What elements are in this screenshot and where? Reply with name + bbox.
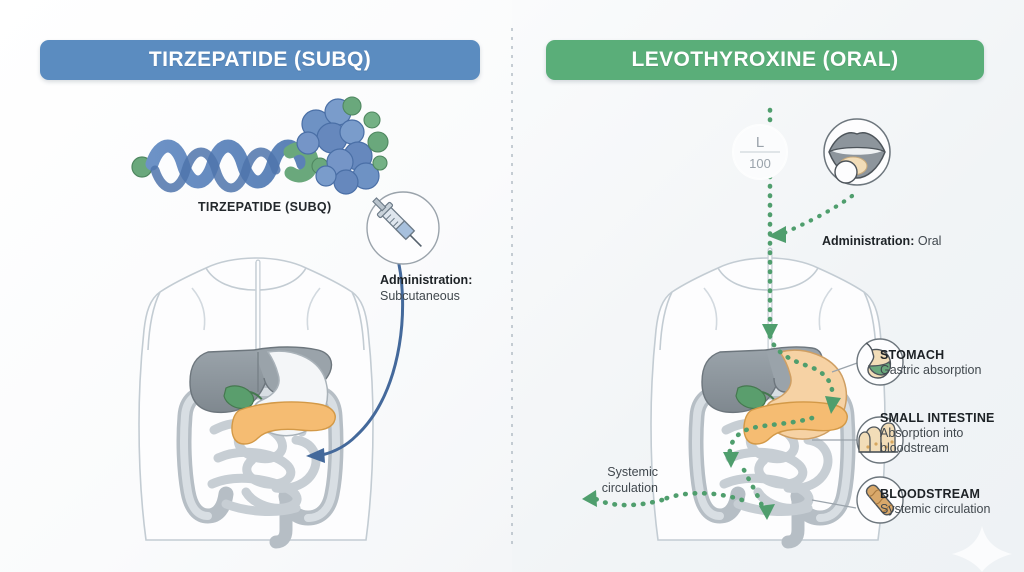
administration-right: Administration: Oral	[822, 234, 941, 248]
stomach-icon-circle	[856, 338, 904, 386]
administration-left-label: Administration:	[380, 273, 473, 287]
absorption-arrowheads	[582, 324, 841, 520]
panel-divider	[511, 28, 513, 544]
pill-ingestion-arrow	[779, 193, 855, 237]
administration-left: Administration: Subcutaneous	[380, 272, 520, 304]
gallbladder-right	[735, 385, 767, 409]
systemic-circulation-line2: circulation	[601, 481, 658, 495]
injection-arrow-head	[306, 448, 325, 463]
administration-right-label: Administration:	[822, 234, 915, 248]
administration-right-value: Oral	[917, 234, 942, 248]
callout-leader-lines	[811, 361, 862, 509]
molecule-label: TIRZEPATIDE (SUBQ)	[198, 200, 332, 214]
callout-small-intestine-subtitle-1: Absorption into	[880, 426, 964, 440]
banner-levothyroxine: LEVOTHYROXINE (ORAL)	[546, 40, 984, 80]
callout-bloodstream-subtitle: Systemic circulation	[880, 502, 991, 516]
svg-text:100: 100	[749, 156, 771, 171]
callout-stomach-title: STOMACH	[880, 348, 945, 362]
injection-arrow	[320, 250, 405, 457]
banner-tirzepatide-label: TIRZEPATIDE (SUBQ)	[148, 48, 372, 71]
callout-small-intestine-subtitle-2: bloodstream	[880, 441, 949, 455]
watermark-star-icon	[952, 526, 1012, 572]
levothyroxine-pill: L 100	[732, 124, 788, 180]
gallbladder-left	[223, 385, 255, 409]
banner-levothyroxine-label: LEVOTHYROXINE (ORAL)	[631, 48, 899, 71]
administration-left-value: Subcutaneous	[380, 289, 460, 303]
pancreas-left	[231, 401, 336, 445]
pill-arrow-head	[768, 226, 786, 243]
mouth-icon-circle	[823, 118, 891, 186]
systemic-circulation-line1: Systemic	[607, 465, 658, 479]
callout-bloodstream: BLOODSTREAM Systemic circulation	[880, 487, 1024, 517]
syringe-icon-circle	[366, 191, 440, 265]
tirzepatide-molecule	[131, 96, 389, 195]
callout-stomach: STOMACH Gastric absorption	[880, 348, 1024, 378]
svg-text:L: L	[756, 134, 764, 151]
small-intestine-villi-icon-circle	[856, 416, 904, 464]
systemic-circulation-note: Systemic circulation	[578, 464, 658, 496]
callout-bloodstream-title: BLOODSTREAM	[880, 487, 981, 501]
right-panel-artwork: L 100	[582, 107, 904, 549]
blood-vessel-icon-circle	[856, 476, 904, 524]
callout-small-intestine-title: SMALL INTESTINE	[880, 411, 995, 425]
banner-tirzepatide: TIRZEPATIDE (SUBQ)	[40, 40, 480, 80]
left-panel-artwork	[131, 96, 440, 549]
callout-stomach-subtitle: Gastric absorption	[880, 363, 982, 377]
callout-small-intestine: SMALL INTESTINE Absorption into bloodstr…	[880, 411, 1024, 456]
